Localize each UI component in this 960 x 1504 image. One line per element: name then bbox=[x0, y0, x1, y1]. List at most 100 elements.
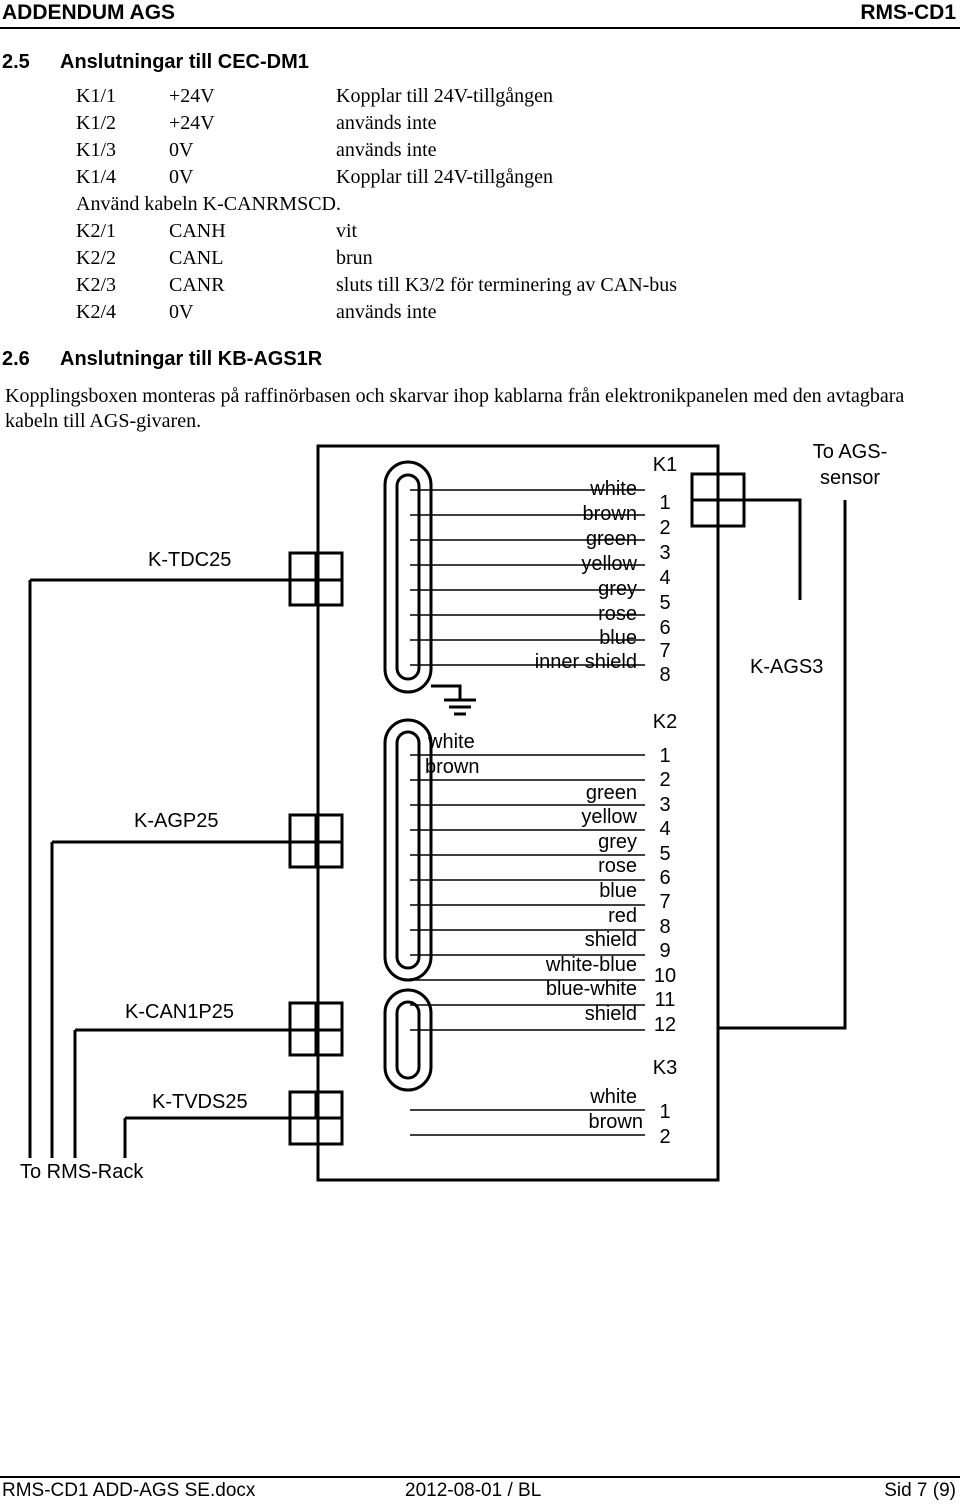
cable-label-k-tdc25: K-TDC25 bbox=[148, 549, 231, 571]
cable-k-ags3-wire bbox=[718, 500, 847, 1030]
signal-cell: 0V bbox=[169, 139, 194, 161]
terminal-cell: K2/1 bbox=[76, 220, 116, 242]
wire-label: inner shield bbox=[535, 651, 637, 673]
wire-label: green bbox=[586, 782, 637, 804]
footer-date: 2012-08-01 / BL bbox=[405, 1480, 542, 1501]
wire-label: rose bbox=[598, 603, 637, 625]
table-row: K2/1 CANH vit bbox=[76, 220, 956, 246]
pin-number: 12 bbox=[654, 1014, 676, 1036]
wire-label: brown bbox=[583, 503, 637, 525]
wire-label: grey bbox=[598, 578, 637, 600]
terminal-cell: K1/2 bbox=[76, 112, 116, 134]
cable-k-ags3-wire bbox=[718, 498, 802, 600]
signal-cell: +24V bbox=[169, 112, 215, 134]
page-header: ADDENDUM AGS RMS-CD1 bbox=[0, 0, 960, 27]
to-ags-sensor-label: To AGS- bbox=[813, 441, 887, 463]
wire-label: red bbox=[608, 905, 637, 927]
terminal-cell: K2/4 bbox=[76, 301, 116, 323]
header-right: RMS-CD1 bbox=[860, 1, 956, 24]
signal-cell: CANH bbox=[169, 220, 226, 242]
section-title: Anslutningar till KB-AGS1R bbox=[60, 348, 323, 370]
cable-note: Använd kabeln K-CANRMSCD. bbox=[76, 193, 341, 215]
wire-label: yellow bbox=[581, 806, 637, 828]
ground-wire bbox=[431, 684, 462, 700]
wire-label: rose bbox=[598, 855, 637, 877]
to-ags-sensor-label: sensor bbox=[820, 467, 880, 489]
shield-loop-icon bbox=[383, 718, 433, 982]
k1-wire-labels: white brown green yellow grey rose blue … bbox=[535, 478, 638, 673]
pin-number: 1 bbox=[659, 745, 670, 767]
terminal-k3-title: K3 bbox=[653, 1057, 677, 1079]
table-row: K2/4 0V används inte bbox=[76, 301, 956, 327]
shield-loop-icon bbox=[383, 988, 433, 1092]
k3-wire-labels: white brown bbox=[589, 1086, 643, 1133]
table-row: K2/2 CANL brun bbox=[76, 247, 956, 273]
pin-number: 2 bbox=[659, 769, 670, 791]
pin-number: 4 bbox=[659, 818, 670, 840]
signal-cell: 0V bbox=[169, 301, 194, 323]
terminal-cell: K1/4 bbox=[76, 166, 116, 188]
k1-pin-numbers: 1 2 3 4 5 6 7 8 bbox=[659, 492, 670, 686]
to-rms-rack-label: To RMS-Rack bbox=[20, 1161, 144, 1183]
description-cell: används inte bbox=[336, 139, 437, 161]
pin-number: 3 bbox=[659, 542, 670, 564]
pin-number: 2 bbox=[659, 517, 670, 539]
signal-cell: CANR bbox=[169, 274, 225, 296]
table-row: K1/1 +24V Kopplar till 24V-tillgången bbox=[76, 85, 956, 111]
terminal-cell: K2/3 bbox=[76, 274, 116, 296]
cable-label-k-tvds25: K-TVDS25 bbox=[152, 1091, 248, 1113]
terminal-cell: K2/2 bbox=[76, 247, 116, 269]
pin-number: 6 bbox=[659, 617, 670, 639]
wire-label: blue bbox=[599, 880, 637, 902]
k3-pin-numbers: 1 2 bbox=[659, 1101, 670, 1148]
cable-label-k-ags3: K-AGS3 bbox=[750, 656, 823, 678]
description-cell: Kopplar till 24V-tillgången bbox=[336, 166, 554, 188]
wire-label: brown bbox=[589, 1111, 643, 1133]
terminal-cell: K1/1 bbox=[76, 85, 116, 107]
pin-number: 6 bbox=[659, 867, 670, 889]
cable-label-k-agp25: K-AGP25 bbox=[134, 810, 218, 832]
description-cell: brun bbox=[336, 247, 373, 269]
pin-number: 8 bbox=[659, 916, 670, 938]
pin-number: 8 bbox=[659, 664, 670, 686]
footer-filename: RMS-CD1 ADD-AGS SE.docx bbox=[2, 1480, 256, 1501]
table-row: K2/3 CANR sluts till K3/2 för terminerin… bbox=[76, 274, 956, 300]
section-paragraph: Kopplingsboxen monteras på raffinörbasen… bbox=[5, 385, 905, 432]
header-rule bbox=[0, 27, 960, 29]
pin-number: 10 bbox=[654, 965, 676, 987]
wire-label: white bbox=[589, 478, 637, 500]
signal-cell: 0V bbox=[169, 166, 194, 188]
k2-wire-labels: green yellow grey rose blue red shield w… bbox=[545, 782, 638, 1025]
pin-number: 9 bbox=[659, 940, 670, 962]
footer-page-number: Sid 7 (9) bbox=[884, 1480, 956, 1501]
wire-label: shield bbox=[585, 1003, 637, 1025]
terminal-cell: K1/3 bbox=[76, 139, 116, 161]
terminal-k2-title: K2 bbox=[653, 711, 677, 733]
cable-label-k-can1p25: K-CAN1P25 bbox=[125, 1001, 234, 1023]
pin-number: 2 bbox=[659, 1126, 670, 1148]
wire-label: green bbox=[586, 528, 637, 550]
terminal-k1-title: K1 bbox=[653, 454, 677, 476]
wire-label: white-blue bbox=[545, 954, 637, 976]
k2-pin-numbers: 1 2 3 4 5 6 7 8 9 10 11 12 bbox=[654, 745, 676, 1036]
section-title: Anslutningar till CEC-DM1 bbox=[60, 51, 309, 73]
description-cell: Kopplar till 24V-tillgången bbox=[336, 85, 554, 107]
header-left: ADDENDUM AGS bbox=[2, 1, 176, 24]
page-footer: RMS-CD1 ADD-AGS SE.docx 2012-08-01 / BL … bbox=[0, 1478, 960, 1504]
wire-label: white bbox=[427, 731, 475, 753]
pin-number: 11 bbox=[655, 989, 676, 1011]
wire-label: brown bbox=[425, 756, 479, 778]
pin-number: 3 bbox=[659, 794, 670, 816]
description-cell: sluts till K3/2 för terminering av CAN-b… bbox=[336, 274, 678, 296]
pin-number: 7 bbox=[659, 891, 670, 913]
table-row: K1/2 +24V används inte bbox=[76, 112, 956, 138]
junction-box-outline bbox=[316, 444, 720, 1182]
wire-label: shield bbox=[585, 929, 637, 951]
wire-label: blue bbox=[599, 627, 637, 649]
pin-number: 5 bbox=[659, 843, 670, 865]
section-number: 2.5 bbox=[2, 51, 30, 73]
wire-label: white bbox=[589, 1086, 637, 1108]
signal-cell: CANL bbox=[169, 247, 224, 269]
section-2-5-heading: 2.5 Anslutningar till CEC-DM1 bbox=[2, 51, 309, 74]
shield-loop-icon bbox=[383, 460, 433, 694]
